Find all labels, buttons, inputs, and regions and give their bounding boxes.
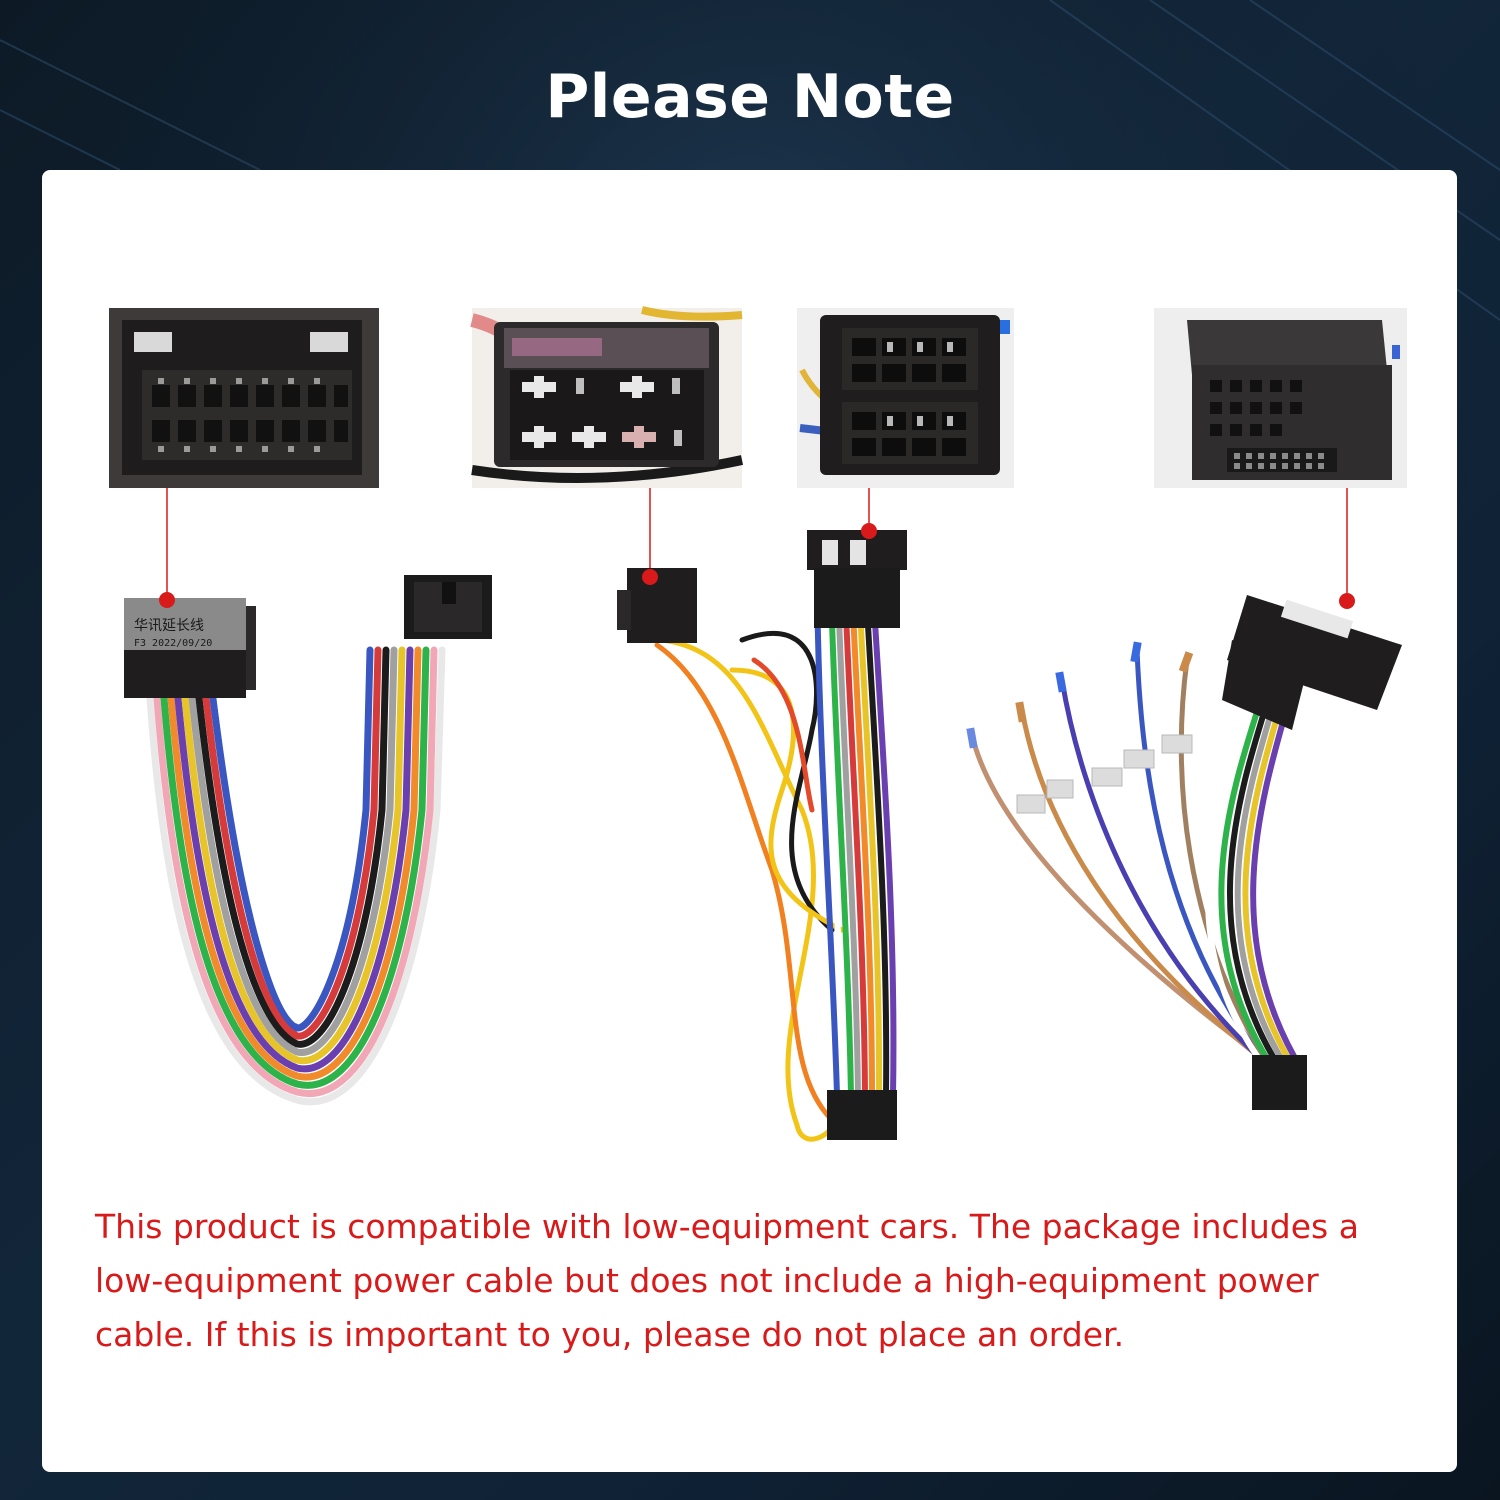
page-title: Please Note bbox=[545, 62, 955, 132]
cable-3-quadlock-connector bbox=[1222, 595, 1402, 730]
cable-1-label-line2: F3 2022/09/20 bbox=[134, 638, 212, 649]
cable-1-connector-left: 华讯延长线 F3 2022/09/20 bbox=[124, 598, 256, 698]
cable-2 bbox=[654, 587, 897, 1142]
cable-2-iso-connector-small bbox=[617, 568, 697, 643]
cable-1 bbox=[146, 646, 446, 1106]
compatibility-note: This product is compatible with low-equi… bbox=[95, 1207, 1359, 1354]
connector-photo-3 bbox=[797, 308, 1014, 488]
cable-2-iso-connector-double bbox=[807, 530, 907, 628]
pointer-lines bbox=[166, 488, 1348, 600]
product-illustration: 华讯延长线 F3 2022/09/20 bbox=[109, 306, 1407, 1142]
cable-1-connector-right bbox=[404, 575, 492, 639]
connector-photo-1 bbox=[109, 308, 379, 488]
cable-3-end-connector bbox=[1252, 1055, 1307, 1110]
connector-photo-4 bbox=[1154, 308, 1407, 488]
cable-3-wire-tips bbox=[966, 641, 1194, 749]
cable-3 bbox=[969, 647, 1305, 1073]
pointer-dots bbox=[159, 523, 1355, 609]
cable-2-end-connector bbox=[827, 1090, 897, 1140]
connector-photo-2 bbox=[470, 306, 744, 488]
cable-3-labels bbox=[1016, 734, 1193, 814]
content-card: 华讯延长线 F3 2022/09/20 bbox=[42, 170, 1457, 1472]
cable-1-label-line1: 华讯延长线 bbox=[134, 618, 204, 634]
